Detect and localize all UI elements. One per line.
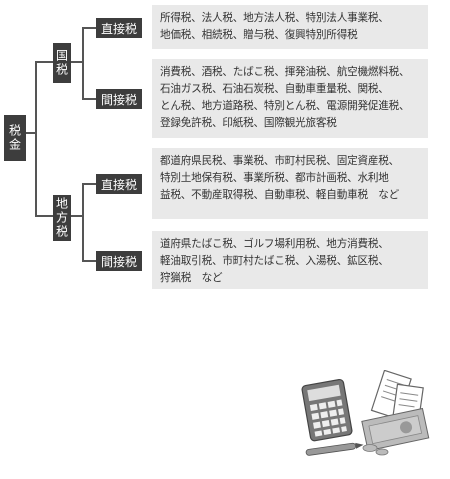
desc-line: 消費税、酒税、たばこ税、揮発油税、航空機燃料税、 <box>160 66 410 78</box>
branch-chihouzei-label: 地方税 <box>54 197 69 239</box>
chihouzei-direct-node: 直接税 <box>96 174 142 194</box>
connector-root <box>26 132 36 134</box>
kokuzei-direct-desc: 所得税、法人税、地方法人税、特別法人事業税、 地価税、相続税、贈与税、復興特別所… <box>152 5 428 49</box>
kokuzei-direct-label: 直接税 <box>100 21 137 36</box>
connector-kokuzei-out <box>71 61 83 63</box>
kokuzei-indirect-label: 間接税 <box>100 92 137 107</box>
root-label: 税金 <box>7 124 22 152</box>
desc-line: 特別土地保有税、事業所税、都市計画税、水利地 <box>160 172 389 184</box>
connector-root-trunk <box>35 61 37 217</box>
branch-chihouzei: 地方税 <box>53 195 71 241</box>
connector-chihouzei <box>35 215 53 217</box>
desc-line: 道府県たばこ税、ゴルフ場利用税、地方消費税、 <box>160 238 389 250</box>
branch-kokuzei-label: 国税 <box>54 49 69 77</box>
connector-kokuzei-direct <box>82 27 96 29</box>
desc-line: とん税、地方道路税、特別とん税、電源開発促進税、 <box>160 100 410 112</box>
chihouzei-indirect-desc: 道府県たばこ税、ゴルフ場利用税、地方消費税、 軽油取引税、市町村たばこ税、入湯税… <box>152 231 428 289</box>
chihouzei-direct-label: 直接税 <box>100 177 137 192</box>
calculator-money-pen-icon <box>301 370 430 456</box>
desc-line: 狩猟税 など <box>160 272 223 284</box>
root-node: 税金 <box>4 115 26 161</box>
desc-line: 石油ガス税、石油石炭税、自動車重量税、関税、 <box>160 83 389 95</box>
connector-kokuzei-indirect <box>82 98 96 100</box>
connector-kokuzei <box>35 61 53 63</box>
connector-chihouzei-out <box>71 215 83 217</box>
connector-kokuzei-trunk <box>82 27 84 100</box>
desc-line: 軽油取引税、市町村たばこ税、入湯税、鉱区税、 <box>160 255 389 267</box>
desc-line: 所得税、法人税、地方法人税、特別法人事業税、 <box>160 12 389 24</box>
kokuzei-direct-node: 直接税 <box>96 18 142 38</box>
chihouzei-indirect-node: 間接税 <box>96 251 142 271</box>
kokuzei-indirect-node: 間接税 <box>96 89 142 109</box>
chihouzei-direct-desc: 都道府県民税、事業税、市町村民税、固定資産税、 特別土地保有税、事業所税、都市計… <box>152 148 428 219</box>
connector-chihouzei-indirect <box>82 260 96 262</box>
chihouzei-indirect-label: 間接税 <box>100 254 137 269</box>
branch-kokuzei: 国税 <box>53 43 71 83</box>
desc-line: 地価税、相続税、贈与税、復興特別所得税 <box>160 29 358 41</box>
desc-line: 益税、不動産取得税、自動車税、軽自動車税 など <box>160 189 400 201</box>
kokuzei-indirect-desc: 消費税、酒税、たばこ税、揮発油税、航空機燃料税、 石油ガス税、石油石炭税、自動車… <box>152 59 428 138</box>
desc-line: 登録免許税、印紙税、国際観光旅客税 <box>160 117 337 129</box>
connector-chihouzei-direct <box>82 183 96 185</box>
desc-line: 都道府県民税、事業税、市町村民税、固定資産税、 <box>160 155 400 167</box>
connector-chihouzei-trunk <box>82 183 84 262</box>
